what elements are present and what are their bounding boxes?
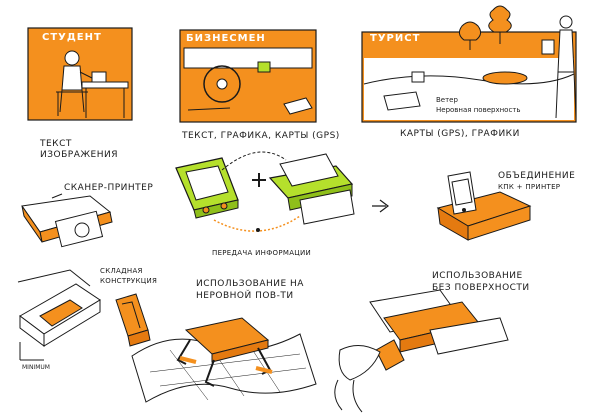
overlay-uneven-surface: Неровная поверхность [436, 106, 521, 114]
caption-student-1: ТЕКСТ [40, 139, 72, 149]
label-uneven-2: НЕРОВНОЙ ПОВ-ТИ [196, 291, 294, 301]
label-scanner-printer: СКАНЕР-ПРИНТЕР [64, 183, 154, 193]
label-data-transfer: ПЕРЕДАЧА ИНФОРМАЦИИ [212, 249, 312, 257]
label-folding-1: СКЛАДНАЯ [100, 267, 143, 275]
label-no-surface-1: ИСПОЛЬЗОВАНИЕ [432, 271, 523, 281]
caption-businessman: ТЕКСТ, ГРАФИКА, КАРТЫ (GPS) [182, 131, 340, 141]
label-uneven-1: ИСПОЛЬЗОВАНИЕ НА [196, 279, 304, 289]
caption-student-2: ИЗОБРАЖЕНИЯ [40, 150, 118, 160]
panel-title-tourist: ТУРИСТ [370, 33, 421, 44]
label-no-surface-2: БЕЗ ПОВЕРХНОСТИ [432, 283, 530, 293]
caption-tourist: КАРТЫ (GPS), ГРАФИКИ [400, 129, 520, 139]
label-minimum: MINIMUM [22, 364, 50, 371]
panel-title-businessman: БИЗНЕСМЕН [186, 33, 266, 44]
panel-title-student: СТУДЕНТ [42, 32, 102, 43]
label-combined-2: КПК + ПРИНТЕР [498, 183, 561, 191]
overlay-wind: Ветер [436, 96, 458, 104]
label-folding-2: КОНСТРУКЦИЯ [100, 277, 158, 285]
label-combined-1: ОБЪЕДИНЕНИЕ [498, 171, 576, 181]
